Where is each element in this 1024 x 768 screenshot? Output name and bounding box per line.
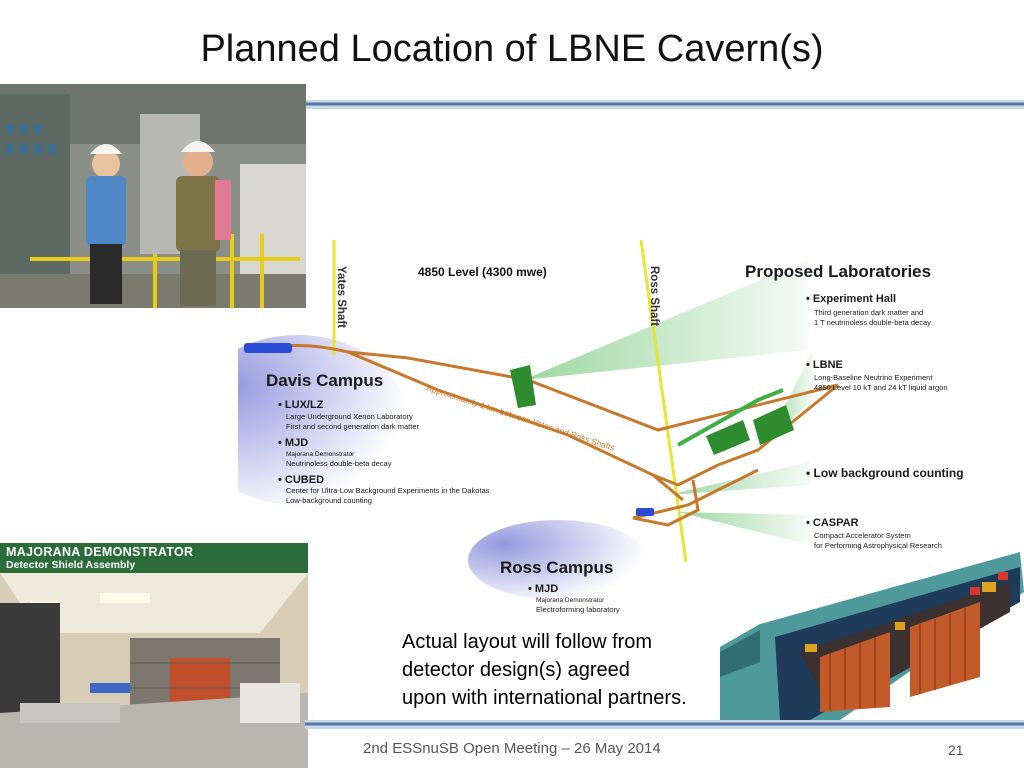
davis-campus-heading: Davis Campus [266, 371, 383, 390]
slide-title: Planned Location of LBNE Cavern(s) [200, 28, 824, 70]
davis-mjd-desc-1: Majorana Demonstrator [286, 451, 355, 458]
lux-desc-2: First and second generation dark matter [286, 422, 419, 431]
lab-experiment-hall: • Experiment Hall [806, 293, 896, 305]
ross-mjd-desc-1: Majorana Demonstrator [536, 597, 605, 604]
lab-caspar: • CASPAR [806, 517, 859, 529]
caspar-beam [678, 512, 810, 545]
caspar-desc-1: Compact Accelerator System [814, 531, 911, 540]
slide-footer: 2nd ESSnuSB Open Meeting – 26 May 2014 [363, 740, 661, 757]
caverns [510, 365, 794, 455]
davis-campus-marker [244, 343, 292, 353]
experiment-hall-beam [523, 260, 808, 380]
davis-lux-lz: • LUX/LZ [278, 399, 324, 411]
photo-lab-workers [0, 84, 306, 308]
davis-mjd-desc-2: Neutrinoless double-beta decay [286, 459, 392, 468]
davis-campus-glow [188, 335, 408, 505]
caption-line-3: upon with international partners. [402, 687, 687, 709]
lux-desc-1: Large Underground Xenon Laboratory [286, 412, 413, 421]
davis-cubed: • CUBED [278, 474, 324, 486]
underground-layout-map: 4850 Level (4300 mwe) Yates Shaft Ross S… [188, 239, 1024, 620]
ross-mjd: • MJD [528, 583, 558, 595]
ross-campus-glow [468, 520, 648, 600]
title-divider [305, 100, 1024, 109]
layout-caption: Actual layout will follow from detector … [402, 628, 687, 712]
photo-cavern-render [720, 552, 1024, 720]
ross-mjd-desc-2: Electroforming laboratory [536, 605, 620, 614]
banner-title: Majorana Demonstrator [6, 545, 194, 559]
lbne-desc-2: 4850 Level 10 kT and 24 kT liquid argon [814, 383, 948, 392]
photo-detector-shield: Majorana Demonstrator Detector Shield As… [0, 543, 308, 768]
cubed-desc-2: Low-background counting [286, 496, 372, 505]
level-label: 4850 Level (4300 mwe) [418, 265, 547, 279]
ross-shaft-label: Ross Shaft [648, 266, 660, 326]
lab-low-background: • Low background counting [806, 466, 964, 480]
caspar-desc-2: for Performing Astrophysical Research [814, 541, 942, 550]
yates-shaft-label: Yates Shaft [335, 266, 347, 328]
banner-subtitle: Detector Shield Assembly [6, 559, 136, 571]
lbne-desc-1: Long-Baseline Neutrino Experiment [814, 373, 933, 382]
davis-mjd: • MJD [278, 437, 308, 449]
detector-shield-banner: Majorana Demonstrator Detector Shield As… [0, 543, 308, 573]
caption-line-2: detector design(s) agreed [402, 659, 630, 681]
lab-lbne: • LBNE [806, 359, 843, 371]
experiment-hall-desc-2: 1 T neutrinoless double-beta decay [814, 318, 931, 327]
ross-campus-marker [636, 508, 654, 516]
proposed-labs-heading: Proposed Laboratories [745, 262, 931, 281]
ross-campus-heading: Ross Campus [500, 558, 613, 577]
caption-line-1: Actual layout will follow from [402, 631, 653, 653]
experiment-hall-desc-1: Third generation dark matter and [814, 308, 923, 317]
page-number: 21 [948, 742, 964, 758]
cubed-desc-1: Center for Ultra-Low Background Experime… [286, 486, 490, 495]
footer-divider [305, 720, 1024, 729]
